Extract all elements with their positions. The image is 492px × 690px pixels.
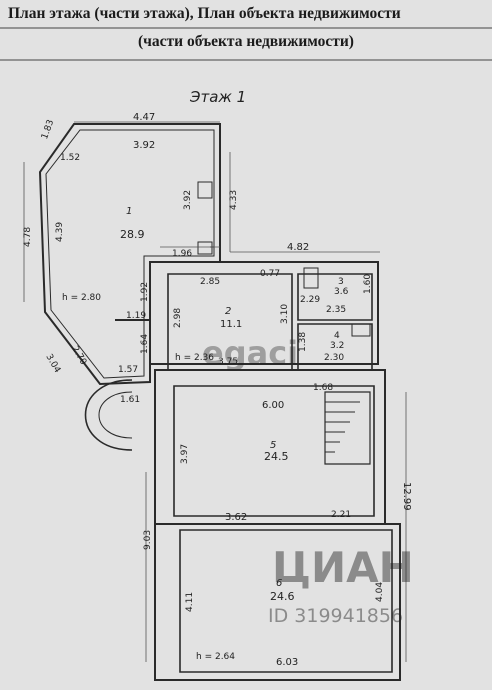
- header-rules: [0, 27, 492, 61]
- floor-plan-drawing: Этаж 1 4.47 3.92 1.83 1.52 4.78 4.39 3.9…: [23, 88, 414, 681]
- dim-1-60: 1.60: [363, 274, 373, 294]
- room-4-area: 3.2: [330, 341, 344, 351]
- dim-6-03: 6.03: [276, 657, 298, 668]
- dim-3-62: 3.62: [225, 512, 247, 523]
- dim-2-35: 2.35: [326, 305, 346, 315]
- dim-4-78: 4.78: [23, 227, 33, 247]
- dim-1-92: 1.92: [140, 282, 150, 302]
- watermark-corner-text: egaci: [202, 334, 298, 372]
- dim-9-03: 9.03: [143, 530, 153, 550]
- watermark-id: ID 319941856: [268, 605, 403, 627]
- room-1-wall: [38, 123, 221, 386]
- header-title-line2: (части объекта недвижимости): [138, 33, 354, 50]
- dim-3-75: 3.75: [218, 357, 238, 367]
- dim-1-64: 1.64: [140, 334, 150, 354]
- dim-1-52: 1.52: [60, 153, 80, 163]
- header-title-line1: План этажа (части этажа), План объекта н…: [8, 5, 401, 22]
- room-1-number: 1: [126, 206, 132, 217]
- floor-label: Этаж 1: [189, 88, 246, 106]
- room-3-number: 3: [338, 277, 344, 287]
- room-4-number: 4: [334, 331, 340, 341]
- dim-1-61: 1.61: [120, 395, 140, 405]
- document-header: План этажа (части этажа), План объекта н…: [0, 0, 492, 62]
- dim-3-97: 3.97: [180, 444, 190, 464]
- dim-1-96: 1.96: [172, 249, 192, 259]
- room-6-area: 24.6: [270, 590, 295, 603]
- dim-6-00: 6.00: [262, 400, 284, 411]
- dim-4-33: 4.33: [229, 190, 239, 210]
- dim-4-82: 4.82: [287, 242, 309, 253]
- dim-0-77: 0.77: [260, 269, 280, 279]
- room-2-area: 11.1: [220, 319, 242, 330]
- dim-1-68: 1.68: [313, 383, 333, 393]
- dim-1-38: 1.38: [298, 332, 308, 352]
- room-5-number: 5: [270, 440, 276, 451]
- room-3-area: 3.6: [334, 287, 349, 297]
- dim-4-47: 4.47: [133, 112, 155, 123]
- room-2-height: h = 2.36: [175, 353, 214, 363]
- dim-2-30: 2.30: [324, 353, 344, 363]
- dim-12-99: 12.99: [401, 482, 412, 511]
- dim-4-11: 4.11: [185, 592, 195, 612]
- room-2-wall: [150, 261, 379, 365]
- dim-3-92: 3.92: [133, 140, 155, 151]
- dim-1-57: 1.57: [118, 365, 138, 375]
- dim-4-04: 4.04: [375, 582, 385, 602]
- dim-3-10: 3.10: [280, 304, 290, 324]
- room-6-wall: [154, 523, 401, 681]
- dim-3-92-vertical: 3.92: [183, 190, 193, 210]
- room-6-number: 6: [276, 578, 282, 589]
- room-1-area: 28.9: [120, 228, 145, 241]
- dim-3-04: 3.04: [43, 353, 62, 376]
- dim-4-39: 4.39: [55, 222, 65, 242]
- dim-2-29: 2.29: [300, 295, 320, 305]
- watermark-brand: ЦИАН: [272, 543, 414, 592]
- room-6-height: h = 2.64: [196, 652, 235, 662]
- dim-1-19: 1.19: [126, 311, 146, 321]
- dim-1-83: 1.83: [40, 119, 56, 141]
- room-5-area: 24.5: [264, 450, 289, 463]
- dim-2-85: 2.85: [200, 277, 220, 287]
- dim-2-21: 2.21: [331, 510, 351, 520]
- dim-2-98: 2.98: [173, 308, 183, 328]
- room-1-height: h = 2.80: [62, 293, 101, 303]
- room-2-number: 2: [225, 306, 231, 317]
